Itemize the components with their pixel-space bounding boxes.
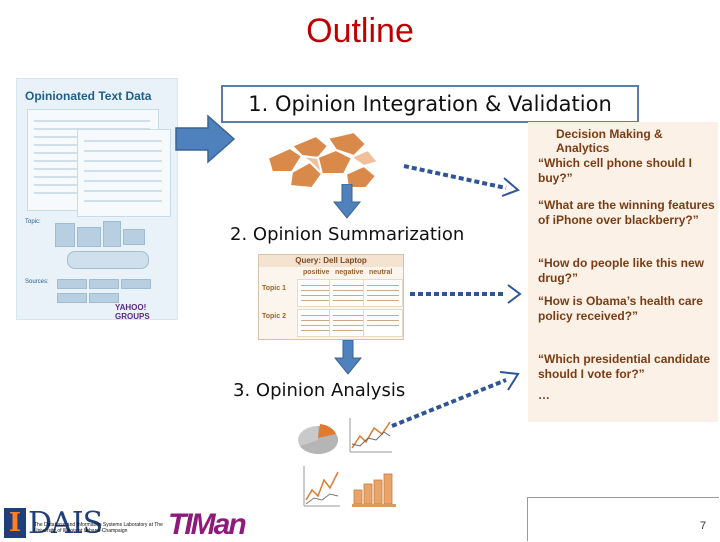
topic-image bbox=[55, 223, 75, 247]
question-item: “Which presidential candidate should I v… bbox=[538, 352, 711, 381]
decision-making-panel: Decision Making & Analytics “Which cell … bbox=[528, 122, 718, 422]
topic-2-label: Topic 2 bbox=[262, 313, 286, 320]
column-negative: negative bbox=[335, 269, 364, 276]
step-3-label: 3. Opinion Analysis bbox=[233, 380, 406, 401]
source-logo bbox=[89, 293, 119, 303]
topic-image bbox=[103, 221, 121, 247]
big-right-arrow-icon bbox=[175, 114, 236, 164]
puzzle-pieces-icon bbox=[262, 128, 384, 192]
query-header: Query: Dell Laptop bbox=[259, 255, 403, 267]
opinionated-text-data-panel: Opinionated Text Data Topic: Sources: YA… bbox=[16, 78, 178, 320]
timan-logo: TIMan bbox=[168, 508, 247, 541]
yahoo-groups-logo: YAHOO! GROUPS bbox=[115, 303, 150, 320]
step-2-label: 2. Opinion Summarization bbox=[230, 224, 465, 245]
topic-image bbox=[123, 229, 145, 245]
corner-frame bbox=[527, 497, 719, 541]
page-number: 7 bbox=[700, 520, 707, 532]
source-logo bbox=[57, 279, 87, 289]
illinois-logo: I bbox=[4, 508, 26, 538]
table-cell bbox=[329, 309, 369, 337]
source-logo bbox=[57, 293, 87, 303]
question-item: … bbox=[538, 388, 550, 402]
topic-1-label: Topic 1 bbox=[262, 285, 286, 292]
table-cell bbox=[363, 309, 403, 337]
dais-logo: DAIS bbox=[28, 506, 103, 541]
people-image bbox=[67, 251, 149, 269]
down-arrow-icon bbox=[332, 184, 362, 219]
source-logo bbox=[121, 279, 151, 289]
right-panel-header: Decision Making & Analytics bbox=[556, 127, 663, 155]
opinion-summary-table: Query: Dell Laptop positive negative neu… bbox=[258, 254, 404, 340]
slide-title: Outline bbox=[306, 12, 414, 50]
question-item: “How do people like this new drug?” bbox=[538, 256, 705, 285]
down-arrow-icon bbox=[333, 340, 363, 375]
source-logo bbox=[89, 279, 119, 289]
column-positive: positive bbox=[303, 269, 330, 276]
topic-image bbox=[77, 227, 101, 247]
document-sheet bbox=[77, 129, 171, 217]
left-panel-title: Opinionated Text Data bbox=[25, 89, 152, 103]
topics-label: Topic: bbox=[25, 219, 41, 225]
table-cell bbox=[363, 279, 403, 307]
dais-logo-subtitle: The Database and Information Systems Lab… bbox=[34, 522, 163, 534]
column-neutral: neutral bbox=[369, 269, 393, 276]
question-item: “What are the winning features of iPhone… bbox=[538, 198, 715, 227]
sources-label: Sources: bbox=[25, 279, 49, 285]
question-item: “Which cell phone should I buy?” bbox=[538, 156, 693, 185]
analysis-charts-icon bbox=[298, 418, 396, 507]
question-item: “How is Obama’s health care policy recei… bbox=[538, 294, 703, 323]
step-1-box: 1. Opinion Integration & Validation bbox=[221, 85, 639, 123]
